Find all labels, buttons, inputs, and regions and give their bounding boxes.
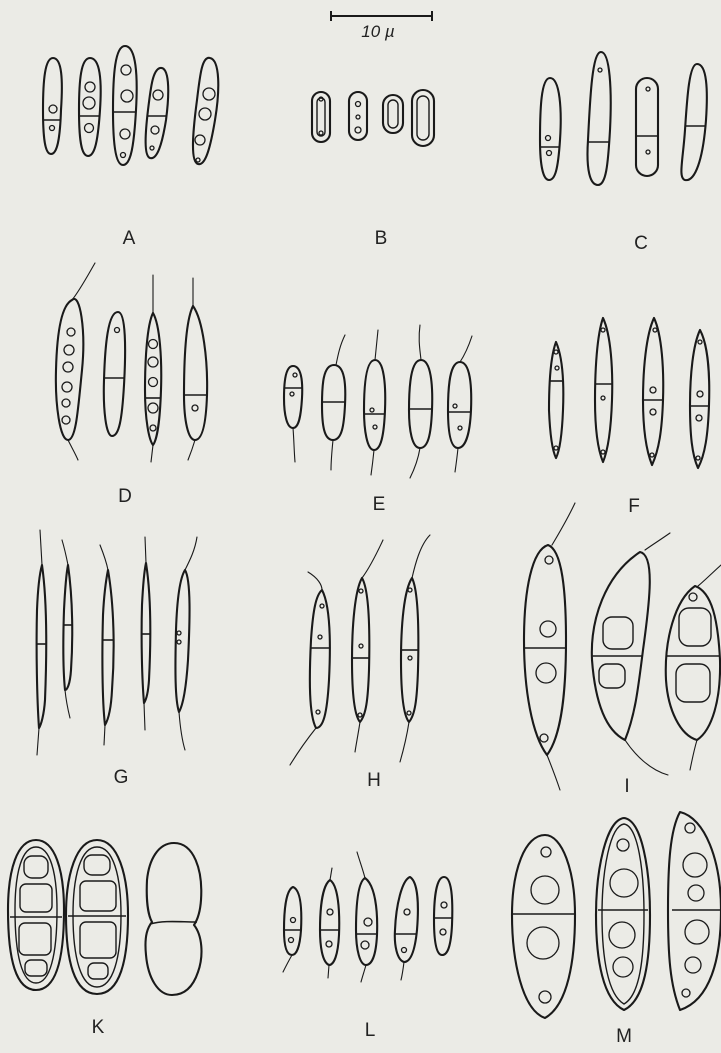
panel-label-k: K [78, 1017, 118, 1039]
panel-label-c: C [621, 233, 661, 255]
panel-d-spores [56, 263, 207, 462]
panel-l-spores [283, 852, 452, 982]
panel-label-a: A [109, 228, 149, 250]
panel-g-spores [37, 530, 197, 755]
scale-bar [331, 11, 432, 21]
panel-label-d: D [105, 486, 145, 508]
panel-f-spores [549, 318, 709, 468]
panel-a-spores [43, 46, 218, 165]
panel-label-i: I [607, 776, 647, 798]
panel-label-l: L [350, 1020, 390, 1042]
panel-label-h: H [354, 770, 394, 792]
panel-c-spores [540, 52, 707, 185]
panel-label-m: M [604, 1026, 644, 1048]
panel-k-spores [8, 840, 201, 995]
scale-bar-label: 10 µ [333, 22, 423, 42]
panel-h-spores [290, 535, 430, 765]
panel-i-spores [524, 503, 721, 790]
panel-label-e: E [359, 494, 399, 516]
panel-e-spores [284, 325, 472, 478]
panel-label-f: F [614, 496, 654, 518]
panel-b-spores [312, 90, 434, 146]
panel-label-b: B [361, 228, 401, 250]
panel-m-spores [512, 812, 721, 1018]
panel-label-g: G [101, 767, 141, 789]
